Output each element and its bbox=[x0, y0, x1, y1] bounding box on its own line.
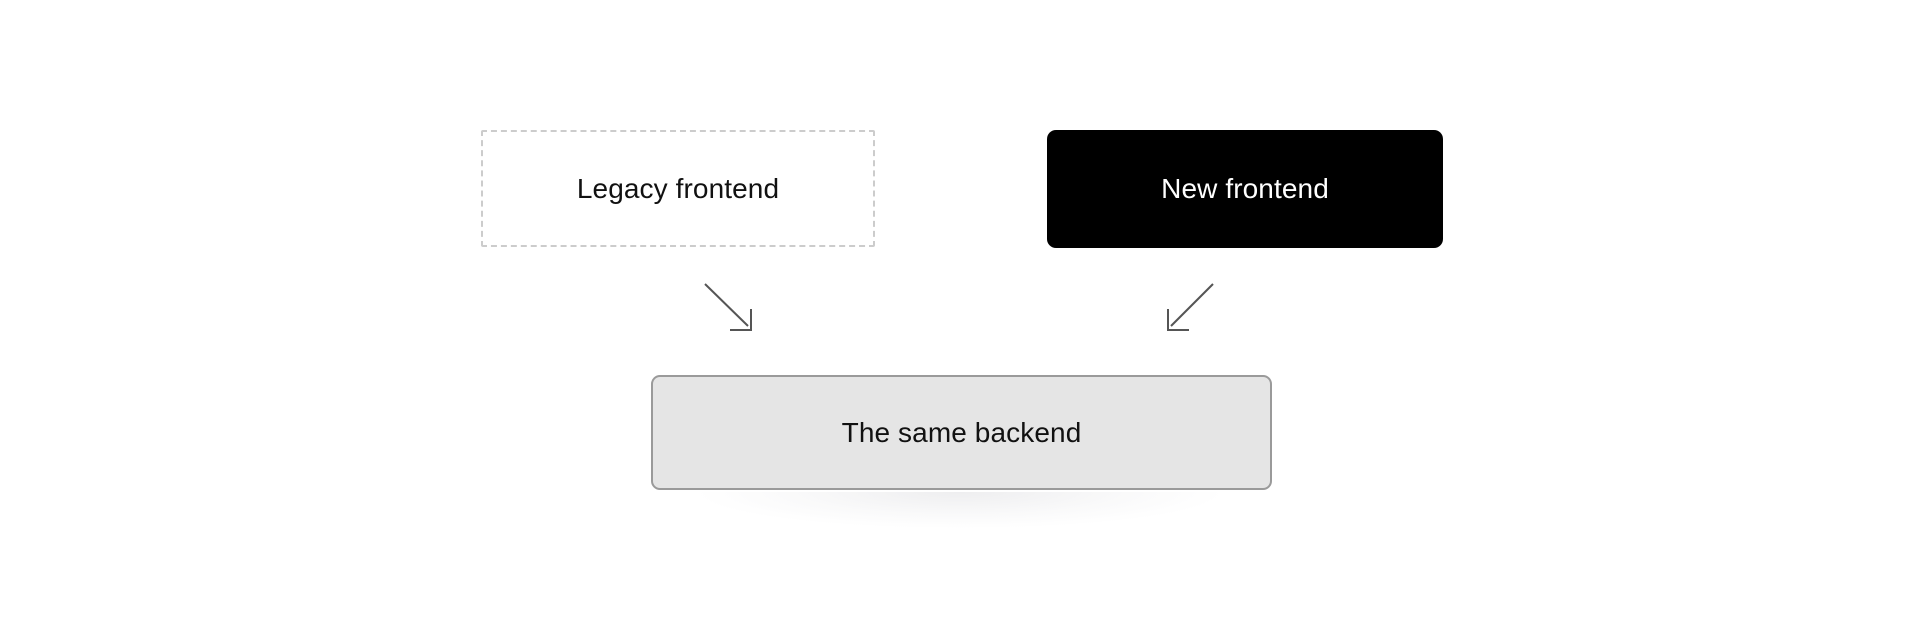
node-legacy-frontend[interactable]: Legacy frontend bbox=[481, 130, 875, 247]
backend-shadow-artifact bbox=[700, 492, 1220, 528]
node-legacy-frontend-label: Legacy frontend bbox=[576, 172, 780, 204]
edge-new-to-backend-line bbox=[1170, 283, 1214, 327]
edge-legacy-to-backend-line bbox=[704, 283, 749, 327]
node-new-frontend-label: New frontend bbox=[1161, 173, 1329, 205]
node-new-frontend[interactable]: New frontend bbox=[1047, 130, 1443, 248]
edge-new-to-backend bbox=[1167, 283, 1214, 331]
node-same-backend-label: The same backend bbox=[841, 416, 1082, 448]
node-same-backend[interactable]: The same backend bbox=[651, 375, 1272, 490]
edge-legacy-to-backend bbox=[704, 283, 752, 331]
edge-legacy-to-backend-arrowhead bbox=[730, 309, 752, 331]
edge-new-to-backend-arrowhead bbox=[1167, 309, 1189, 331]
